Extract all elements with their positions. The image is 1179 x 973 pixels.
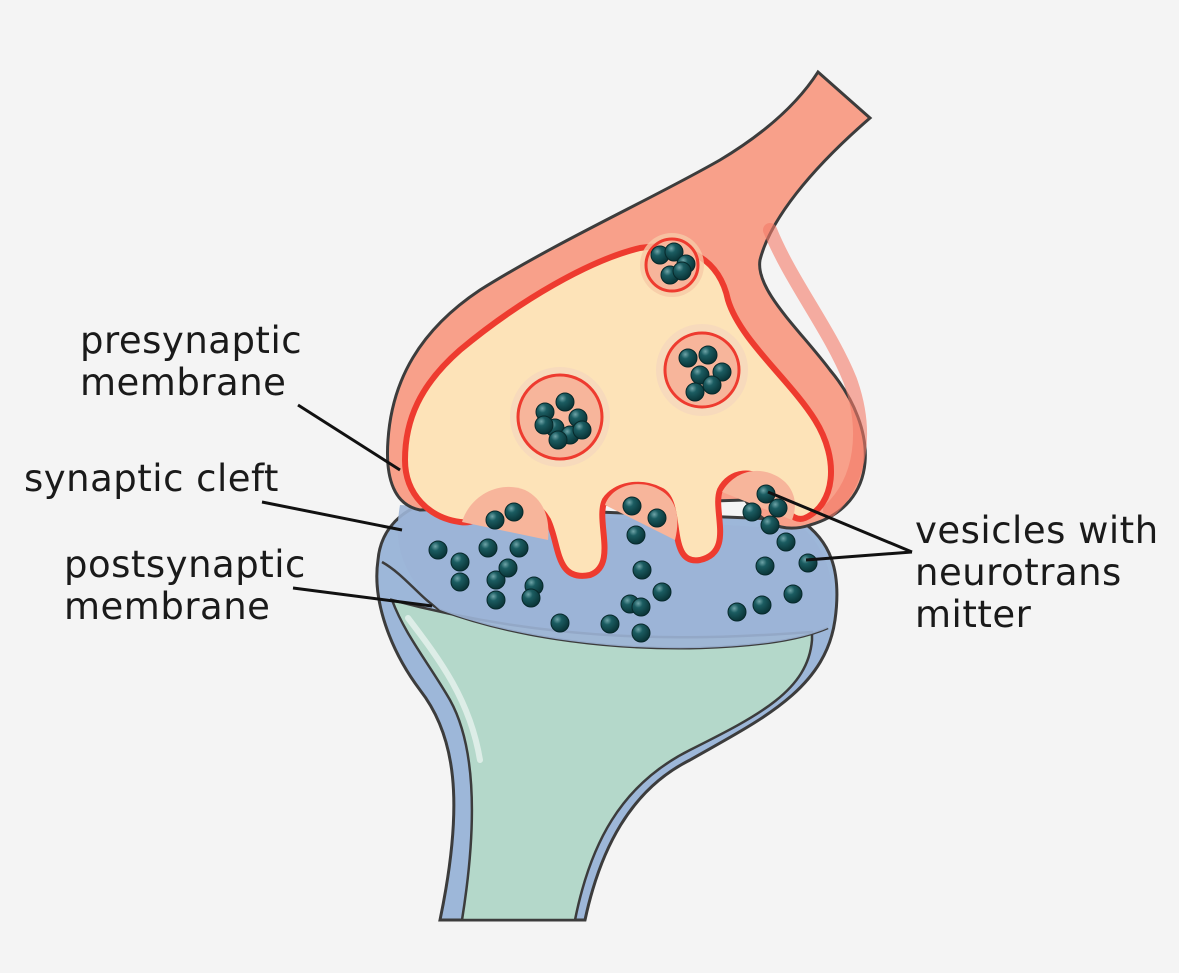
neurotransmitter-dot <box>755 556 775 576</box>
neurotransmitter-dot <box>631 597 651 617</box>
neurotransmitter-dot <box>712 362 732 382</box>
neurotransmitter-dot <box>742 502 762 522</box>
neurotransmitter-dot <box>548 430 568 450</box>
label-vesicles-line1: vesicles with <box>915 509 1159 552</box>
neurotransmitter-dot <box>632 560 652 580</box>
neurotransmitter-dot <box>550 613 570 633</box>
neurotransmitter-dot <box>678 348 698 368</box>
neurotransmitter-dot <box>672 261 692 281</box>
label-postsynaptic-membrane: postsynaptic membrane <box>64 544 306 628</box>
neurotransmitter-dot <box>768 498 788 518</box>
postsynaptic-highlight <box>405 615 483 763</box>
neurotransmitter-dot <box>647 508 667 528</box>
neurotransmitter-dot <box>450 572 470 592</box>
vesicle-left <box>510 367 610 467</box>
presynaptic-shade <box>763 223 868 517</box>
neurotransmitter-dot <box>685 382 705 402</box>
neurotransmitter-dot <box>572 420 592 440</box>
label-presynaptic-line1: presynaptic <box>80 319 303 362</box>
label-postsynaptic-line2: membrane <box>64 585 271 628</box>
neurotransmitter-dot <box>521 588 541 608</box>
label-postsynaptic-line1: postsynaptic <box>64 543 306 586</box>
neurotransmitter-dot <box>555 392 575 412</box>
neurotransmitter-dot <box>631 623 651 643</box>
neurotransmitter-dot <box>626 525 646 545</box>
neurotransmitter-dot <box>534 415 554 435</box>
neurotransmitter-dot <box>486 570 506 590</box>
leader-presynaptic <box>297 403 401 472</box>
neurotransmitter-dot <box>698 345 718 365</box>
neurotransmitter-dot <box>498 558 518 578</box>
label-vesicles: vesicles with neurotrans mitter <box>915 510 1159 636</box>
label-synaptic-cleft: synaptic cleft <box>24 457 279 500</box>
label-presynaptic-line2: membrane <box>80 361 287 404</box>
neurotransmitter-dot <box>478 538 498 558</box>
neurotransmitter-dot <box>652 582 672 602</box>
neurotransmitter-dot <box>509 538 529 558</box>
neurotransmitter-dot <box>428 540 448 560</box>
leader-vesicles-a <box>767 490 913 554</box>
neurotransmitter-molecules <box>428 242 818 643</box>
neurotransmitter-dot <box>752 595 772 615</box>
label-vesicles-line2: neurotrans <box>915 551 1122 594</box>
leader-postsynaptic <box>292 586 433 608</box>
label-vesicles-line3: mitter <box>915 593 1032 636</box>
neurotransmitter-dot <box>450 552 470 572</box>
leader-vesicles-b <box>805 550 913 562</box>
synaptic-cleft-region <box>397 505 833 649</box>
neurotransmitter-dot <box>727 602 747 622</box>
neurotransmitter-dot <box>664 242 684 262</box>
neurotransmitter-dot <box>702 375 722 395</box>
label-presynaptic-membrane: presynaptic membrane <box>80 320 302 404</box>
neurotransmitter-dot <box>776 532 796 552</box>
neurotransmitter-dot <box>600 614 620 634</box>
neurotransmitter-dot <box>485 510 505 530</box>
leader-cleft <box>261 500 403 532</box>
neurotransmitter-dot <box>504 502 524 522</box>
neurotransmitter-dot <box>760 515 780 535</box>
leader-lines <box>261 403 913 608</box>
neurotransmitter-dot <box>798 553 818 573</box>
neurotransmitter-dot <box>486 590 506 610</box>
neurotransmitter-dot <box>622 496 642 516</box>
neurotransmitter-dot <box>783 584 803 604</box>
